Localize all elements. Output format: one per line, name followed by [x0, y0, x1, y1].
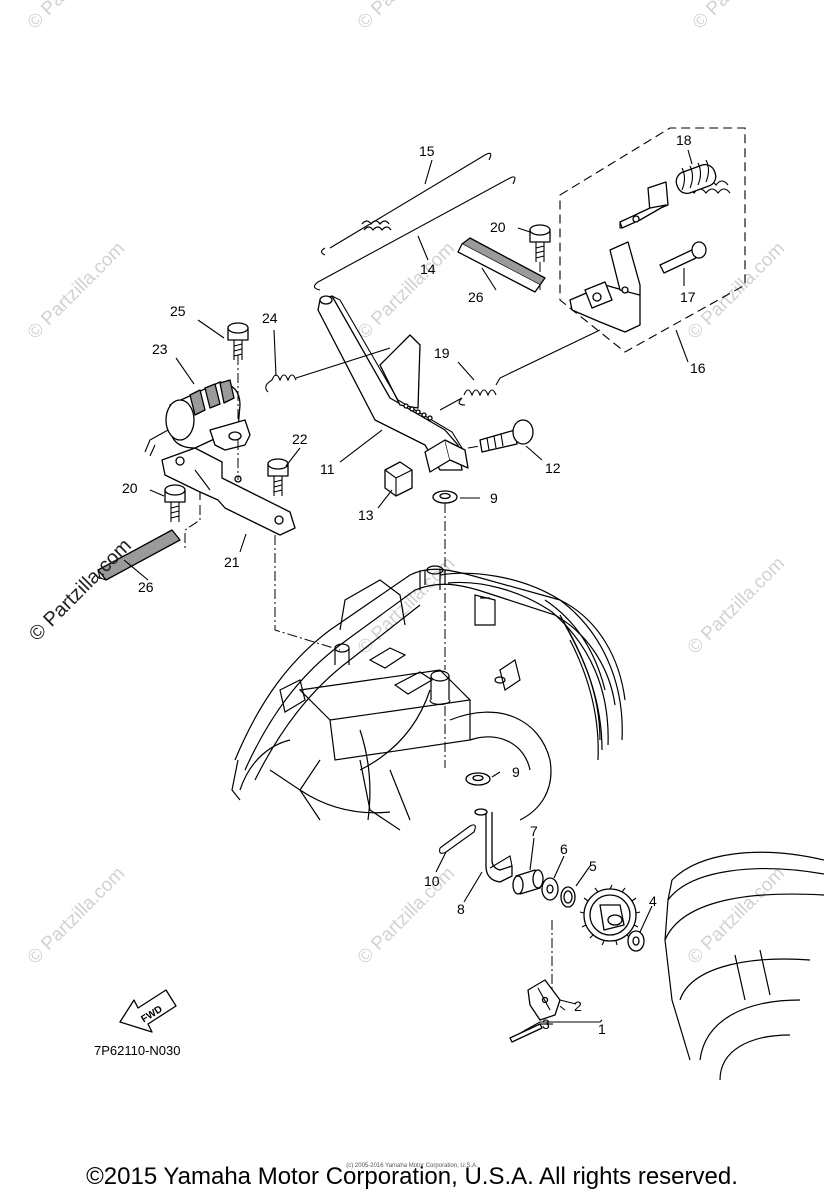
- callouts: 15 14 18 20 26 17 16 25 24 23 19 22 11 1…: [122, 132, 706, 1037]
- callout-23: 23: [152, 341, 168, 357]
- shaft-8: [474, 808, 513, 883]
- leader-lines: [123, 149, 693, 1025]
- spring-18: [675, 159, 731, 195]
- callout-6: 6: [560, 841, 568, 857]
- callout-17: 17: [680, 289, 696, 305]
- callout-19: 19: [434, 345, 450, 361]
- watermark: © Partzilla.com: [354, 0, 459, 34]
- watermark: © Partzilla.com: [24, 863, 129, 968]
- callout-25: 25: [170, 303, 186, 319]
- callout-12: 12: [545, 460, 561, 476]
- guide-line: [184, 505, 201, 548]
- plate-26-top: [457, 237, 546, 293]
- callout-21: 21: [224, 554, 240, 570]
- watermark: © Partzilla.com: [24, 238, 129, 343]
- watermark: © Partzilla.com: [689, 0, 794, 34]
- bracket-top-16: [619, 181, 669, 229]
- callout-26: 26: [468, 289, 484, 305]
- bolt-20-left: [164, 484, 186, 522]
- pin-7: [512, 869, 544, 895]
- clip-10: [439, 824, 476, 854]
- callout-24: 24: [262, 310, 278, 326]
- callout-3: 3: [542, 1016, 550, 1032]
- callout-20: 20: [490, 219, 506, 235]
- washer-4: [627, 930, 645, 952]
- lever-11: [317, 295, 469, 473]
- small-copyright: (c) 2005-2016 Yamaha Motor Corporation, …: [346, 1163, 478, 1169]
- leader-1-3: [521, 1019, 603, 1033]
- engine-housing: [231, 565, 626, 831]
- washer-9-top: [432, 490, 458, 670]
- pin-3: [509, 1023, 543, 1043]
- bracket-16: [569, 241, 641, 333]
- washer-9-bottom: [444, 706, 491, 786]
- copyright-footer: ©2015 Yamaha Motor Corporation, U.S.A. A…: [86, 1163, 738, 1190]
- callout-13: 13: [358, 507, 374, 523]
- block-13: [384, 461, 413, 497]
- callout-16: 16: [690, 360, 706, 376]
- fwd-arrow: FWD: [119, 989, 177, 1033]
- callout-7: 7: [530, 823, 538, 839]
- callout-26: 26: [138, 579, 154, 595]
- bolt-25: [227, 322, 249, 360]
- callout-22: 22: [292, 431, 308, 447]
- weight-2: [527, 979, 561, 1021]
- callout-2: 2: [574, 998, 582, 1014]
- bolt-22: [267, 458, 289, 496]
- callout-11: 11: [320, 461, 335, 477]
- callout-10: 10: [424, 873, 440, 889]
- flywheel-housing: [664, 851, 824, 1081]
- spring-19: [439, 329, 601, 411]
- callout-18: 18: [676, 132, 692, 148]
- bolt-17: [659, 241, 707, 274]
- watermark: © Partzilla.com: [354, 863, 459, 968]
- watermark: © Partzilla.com: [684, 553, 789, 658]
- bolt-20-top: [529, 224, 551, 292]
- ring-5: [560, 886, 576, 908]
- callout-9: 9: [490, 490, 498, 506]
- gear-1: [551, 884, 641, 1011]
- callout-8: 8: [457, 901, 465, 917]
- diagram-code: 7P62110-N030: [94, 1043, 181, 1058]
- callout-20: 20: [122, 480, 138, 496]
- washer-6: [541, 877, 559, 901]
- callout-15: 15: [419, 143, 435, 159]
- watermark: © Partzilla.com: [24, 0, 129, 34]
- bolt-12: [467, 419, 534, 453]
- guide-line: [274, 535, 341, 651]
- callout-5: 5: [589, 858, 597, 874]
- callout-14: 14: [420, 261, 436, 277]
- link-rods-14-15: [313, 152, 516, 291]
- solenoid-23: [144, 355, 251, 457]
- callout-9: 9: [512, 764, 520, 780]
- callout-4: 4: [649, 893, 657, 909]
- plate-26-left: [97, 529, 181, 581]
- assembly-16-outline: [559, 127, 746, 353]
- callout-1: 1: [598, 1021, 606, 1037]
- bracket-21: [161, 440, 296, 536]
